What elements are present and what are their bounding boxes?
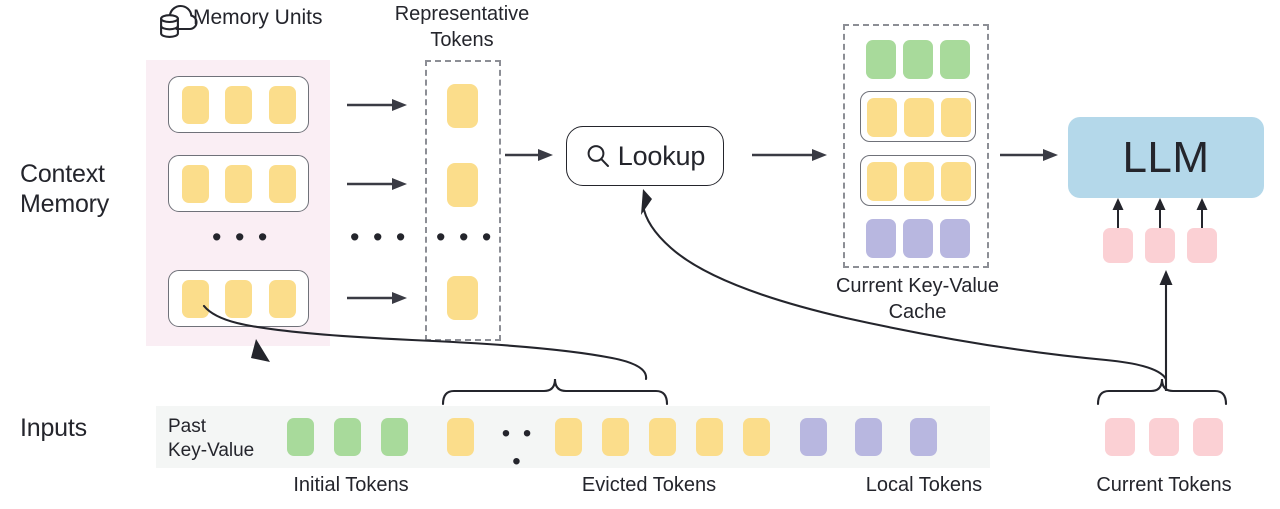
kv-token-yellow <box>867 98 897 137</box>
kv-cache-row-initial <box>866 40 970 79</box>
current-token <box>1105 418 1135 456</box>
memory-token <box>269 86 296 124</box>
kv-cache-row-retrieved-unit <box>860 155 976 206</box>
heading-memory-units: Memory Units <box>193 6 323 29</box>
context-memory-line-1: Context <box>20 160 105 188</box>
llm-input-token <box>1145 228 1175 263</box>
arrow-lookup-to-kv-cache <box>752 148 827 162</box>
memory-token <box>225 86 252 124</box>
caption-initial-tokens: Initial Tokens <box>293 474 409 496</box>
arrowhead-current-tokens-to-lookup <box>641 189 652 215</box>
current-token <box>1193 418 1223 456</box>
strip-token-yellow <box>696 418 723 456</box>
kv-token-yellow <box>941 98 971 137</box>
kv-token-green <box>940 40 970 79</box>
kv-token-yellow <box>941 162 971 201</box>
caption-evicted-tokens: Evicted Tokens <box>581 474 717 496</box>
memory-token <box>182 165 209 203</box>
past-kv-line-1: Past <box>168 416 207 437</box>
kv-cache-row-local <box>866 219 970 258</box>
kv-cache-line-1: Current Key-Value <box>835 275 1000 297</box>
arrowhead-current-tokens-to-llm-inputs <box>1159 270 1173 285</box>
strip-token-green <box>334 418 361 456</box>
strip-token-yellow <box>602 418 629 456</box>
kv-token-purple <box>940 219 970 258</box>
memory-units-ellipsis: • • • <box>212 222 271 252</box>
arrow-memory-to-representative-2 <box>347 291 407 305</box>
representative-token <box>447 276 478 320</box>
strip-token-green <box>381 418 408 456</box>
past-kv-line-2: Key-Value <box>168 440 255 462</box>
memory-token <box>225 165 252 203</box>
llm-box[interactable]: LLM <box>1068 117 1264 198</box>
representative-tokens-ellipsis: • • • <box>436 222 495 252</box>
strip-token-purple <box>800 418 827 456</box>
strip-token-green <box>287 418 314 456</box>
llm-label: LLM <box>1122 132 1210 182</box>
kv-token-purple <box>866 219 896 258</box>
strip-ellipsis: • • • <box>501 420 535 475</box>
memory-token <box>182 280 209 318</box>
kv-token-yellow <box>904 98 934 137</box>
search-icon <box>585 143 611 169</box>
memory-token <box>269 165 296 203</box>
arrow-representative-to-lookup <box>505 148 553 162</box>
caption-local-tokens: Local Tokens <box>865 474 983 496</box>
arrow-current-token-to-llm-1 <box>1154 198 1166 228</box>
lookup-button[interactable]: Lookup <box>566 126 724 186</box>
memory-token <box>225 280 252 318</box>
representative-token <box>447 84 478 128</box>
strip-token-yellow <box>555 418 582 456</box>
arrow-current-token-to-llm-2 <box>1196 198 1208 228</box>
arrow-column-ellipsis: • • • <box>350 222 409 252</box>
kv-token-yellow <box>904 162 934 201</box>
llm-input-token <box>1103 228 1133 263</box>
kv-cache-row-retrieved-unit <box>860 91 976 142</box>
memory-unit[interactable] <box>168 155 309 212</box>
kv-cache-line-2: Cache <box>888 300 947 323</box>
arrow-memory-to-representative-0 <box>347 98 407 112</box>
section-label-inputs: Inputs <box>20 414 87 442</box>
arrow-current-token-to-llm-0 <box>1112 198 1124 228</box>
kv-token-purple <box>903 219 933 258</box>
brace-evicted-tokens <box>441 378 669 406</box>
caption-current-tokens: Current Tokens <box>1096 474 1232 496</box>
strip-token-yellow <box>743 418 770 456</box>
lookup-label: Lookup <box>617 140 706 171</box>
memory-unit[interactable] <box>168 270 309 327</box>
strip-token-purple <box>910 418 937 456</box>
arrow-memory-to-representative-1 <box>347 177 407 191</box>
strip-token-yellow <box>447 418 474 456</box>
memory-token <box>182 86 209 124</box>
brace-current-tokens <box>1096 378 1228 406</box>
memory-unit[interactable] <box>168 76 309 133</box>
context-memory-line-2: Memory <box>20 189 110 218</box>
strip-token-purple <box>855 418 882 456</box>
current-token <box>1149 418 1179 456</box>
kv-token-green <box>866 40 896 79</box>
representative-token <box>447 163 478 207</box>
strip-token-yellow <box>649 418 676 456</box>
llm-input-token <box>1187 228 1217 263</box>
kv-token-green <box>903 40 933 79</box>
arrow-kv-cache-to-llm <box>1000 148 1058 162</box>
cloud-database-icon <box>158 2 198 44</box>
representative-line-1: Representative <box>394 3 530 25</box>
kv-token-yellow <box>867 162 897 201</box>
memory-token <box>269 280 296 318</box>
representative-line-2: Tokens <box>430 28 494 51</box>
